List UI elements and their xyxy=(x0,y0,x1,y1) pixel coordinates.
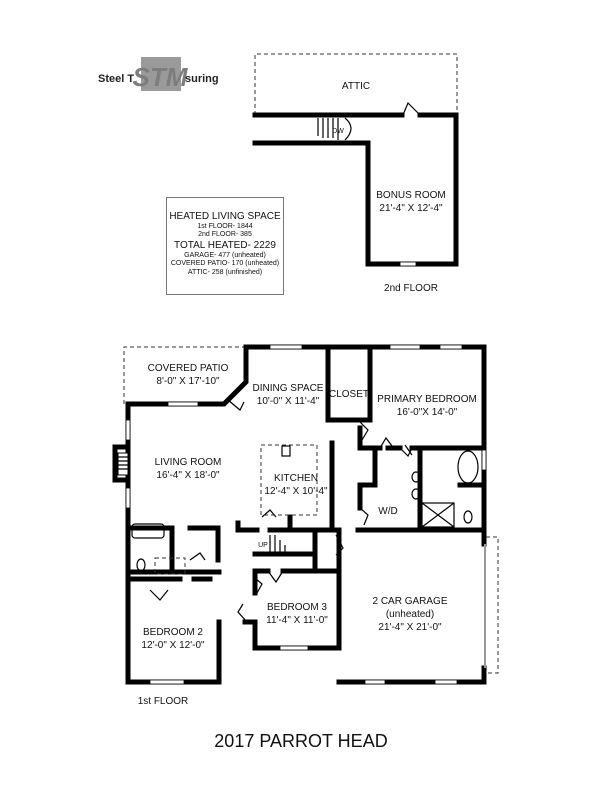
svg-text:STM: STM xyxy=(133,62,189,92)
living-room-size: 16'-4" X 18'-0" xyxy=(156,470,220,481)
covered-patio-size: 8'-0" X 17'-10" xyxy=(156,376,220,387)
attic-label: ATTIC xyxy=(342,81,370,92)
summary-total: TOTAL HEATED- 2229 xyxy=(174,239,276,251)
area-summary-box: HEATED LIVING SPACE 1st FLOOR- 1844 2nd … xyxy=(166,197,284,295)
bedroom-2-name: BEDROOM 2 xyxy=(143,627,203,638)
dining-space-size: 10'-0" X 11'-4" xyxy=(257,396,320,407)
second-floor-label: 2nd FLOOR xyxy=(384,283,438,294)
first-floor-plan: COVERED PATIO 8'-0" X 17'-10" DINING SPA… xyxy=(112,344,499,707)
kitchen-size: 12'-4" X 10'-4" xyxy=(264,486,328,497)
logo: STM Steel T suring xyxy=(98,57,219,92)
summary-garage: GARAGE- 477 (unheated) xyxy=(184,251,266,259)
kitchen-name: KITCHEN xyxy=(274,473,318,484)
svg-text:suring: suring xyxy=(185,73,219,85)
bonus-room-name: BONUS ROOM xyxy=(376,190,445,201)
garage-size: 21'-4" X 21'-0" xyxy=(378,622,442,633)
summary-heading: HEATED LIVING SPACE xyxy=(169,211,281,222)
stairs-up-label: UP xyxy=(258,542,268,549)
bedroom-3-size: 11'-4" X 11'-0" xyxy=(266,615,328,626)
summary-first-floor: 1st FLOOR- 1844 xyxy=(197,223,253,230)
covered-patio-name: COVERED PATIO xyxy=(148,363,229,374)
living-room-name: LIVING ROOM xyxy=(155,457,222,468)
bonus-room-size: 21'-4" X 12'-4" xyxy=(379,203,443,214)
bedroom-2-size: 12'-0" X 12'-0" xyxy=(141,640,205,651)
dining-space-name: DINING SPACE xyxy=(253,383,324,394)
closet-label: CLOSET xyxy=(329,389,369,400)
summary-attic: ATTIC- 258 (unfinished) xyxy=(187,268,263,276)
dw-label: DW xyxy=(332,128,344,135)
wd-label: W/D xyxy=(378,506,397,517)
summary-second-floor: 2nd FLOOR- 385 xyxy=(198,231,252,239)
garage-name: 2 CAR GARAGE xyxy=(372,596,447,607)
garage-note: (unheated) xyxy=(386,609,434,620)
summary-patio: COVERED PATIO- 170 (unheated) xyxy=(170,260,280,268)
second-floor-plan: ATTIC DW BONUS ROOM 21'-4" X 12'-4" 2nd … xyxy=(252,53,459,294)
svg-text:Steel T: Steel T xyxy=(98,73,134,85)
primary-bedroom-name: PRIMARY BEDROOM xyxy=(377,394,477,405)
primary-bedroom-size: 16'-0"X 14'-0" xyxy=(397,407,458,418)
page-title: 2017 PARROT HEAD xyxy=(214,731,387,751)
first-floor-label: 1st FLOOR xyxy=(138,696,189,707)
bedroom-3-name: BEDROOM 3 xyxy=(267,602,327,613)
